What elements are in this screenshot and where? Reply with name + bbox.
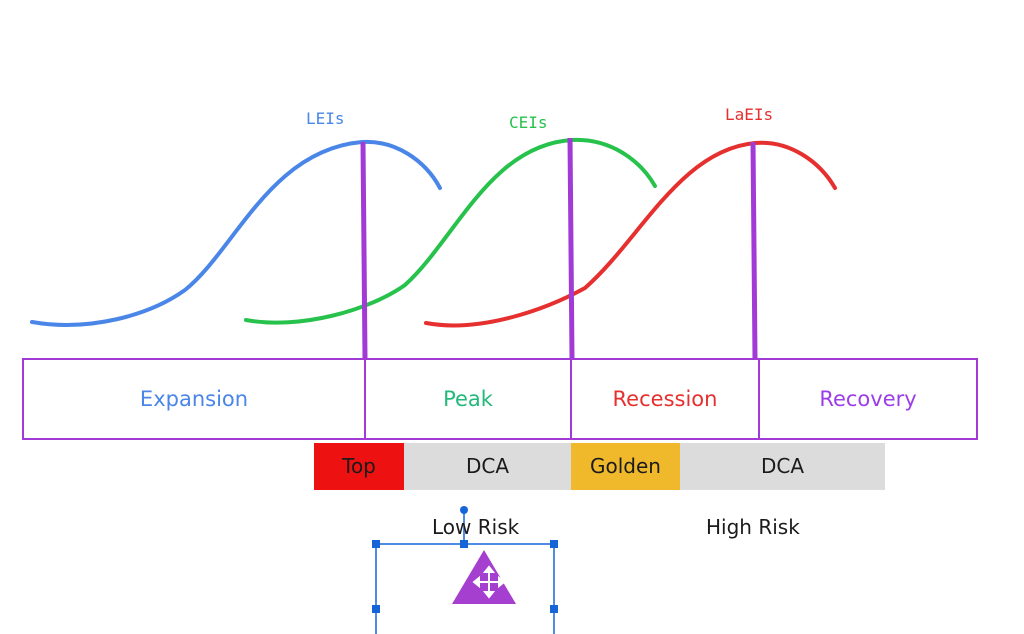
lei-curve — [30, 139, 442, 327]
cei-peak-divider — [567, 137, 575, 359]
phase-recession: Recession — [612, 387, 718, 411]
phase-recovery: Recovery — [819, 387, 917, 411]
phase-box-recovery — [758, 358, 978, 440]
laei-label: LaEIs — [725, 105, 773, 124]
resize-handle-mid-left[interactable] — [372, 605, 380, 613]
cei-label: CEIs — [509, 113, 548, 132]
cei-curve — [244, 137, 657, 325]
triangle-shape[interactable] — [452, 550, 516, 604]
phase-box-recession — [570, 358, 760, 440]
phase-expansion: Expansion — [139, 387, 249, 411]
zone-top: Top — [314, 443, 404, 490]
lei-label: LEIs — [306, 109, 345, 128]
resize-handle-top-center[interactable] — [460, 540, 468, 548]
lei-peak-divider — [360, 141, 368, 359]
zone-dca-2: DCA — [680, 443, 885, 490]
zone-dca-1: DCA — [404, 443, 571, 490]
phase-peak: Peak — [443, 387, 493, 411]
resize-handle-top-left[interactable] — [372, 540, 380, 548]
zone-golden: Golden — [571, 443, 680, 490]
low-risk-label: Low Risk — [432, 515, 520, 539]
selected-shape-group[interactable] — [372, 506, 558, 634]
high-risk-label: High Risk — [706, 515, 800, 539]
laei-curve — [424, 140, 837, 328]
phase-box-expansion — [22, 358, 366, 440]
phase-box-peak — [364, 358, 572, 440]
resize-handle-top-right[interactable] — [550, 540, 558, 548]
move-cursor-icon — [472, 565, 506, 599]
resize-handle-mid-right[interactable] — [550, 605, 558, 613]
laei-peak-divider — [750, 141, 758, 359]
rotation-handle[interactable] — [460, 506, 468, 514]
